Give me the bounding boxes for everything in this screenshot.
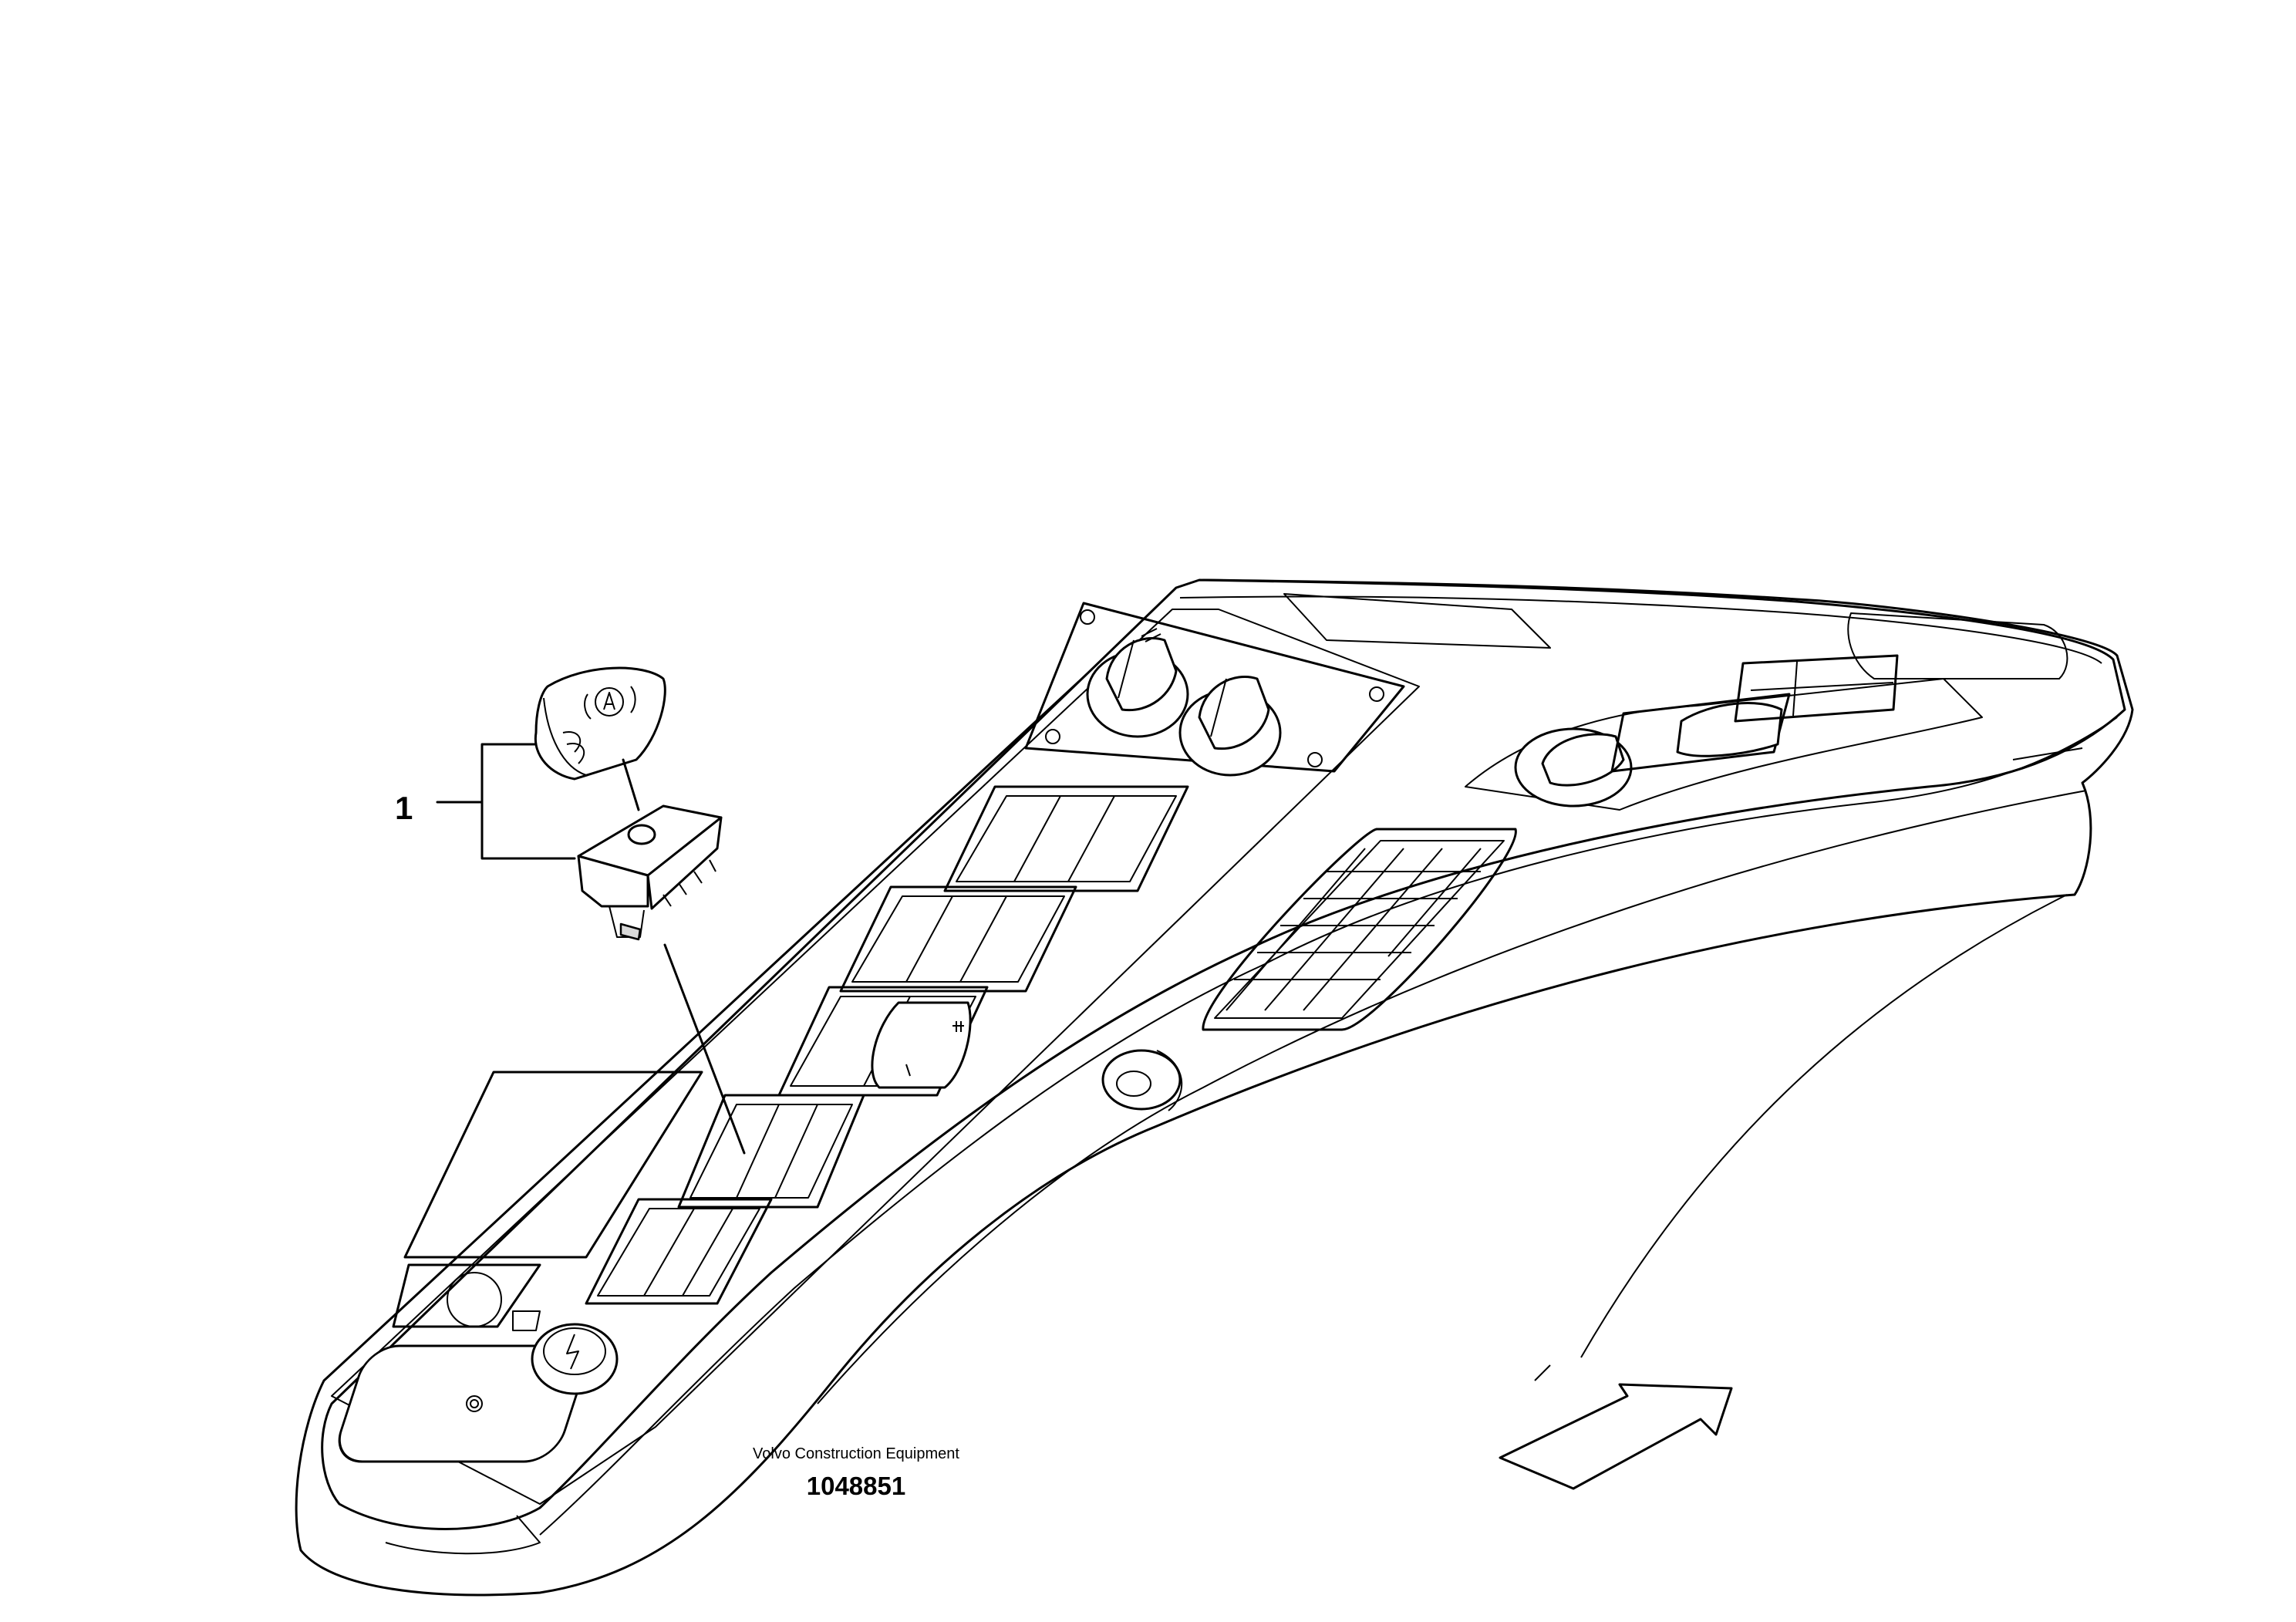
rear-recess xyxy=(1283,593,2068,679)
switch-row-upper-2 xyxy=(943,785,1189,892)
lightning-icon xyxy=(566,1334,579,1370)
switch-cap xyxy=(534,666,666,781)
keypad xyxy=(1202,828,1517,1031)
round-button xyxy=(1101,1049,1183,1111)
switch-body xyxy=(577,804,723,941)
rear-switch-module xyxy=(1465,654,1983,811)
drawing-caption: Volvo Construction Equipment 1048851 xyxy=(740,1445,972,1501)
keypad-keys xyxy=(1226,848,1482,1011)
callout-bracket xyxy=(436,743,576,860)
drawing-number: 1048851 xyxy=(806,1472,906,1500)
switch-row-fog xyxy=(777,986,989,1097)
switch-row-upper-1 xyxy=(839,885,1077,993)
autopilot-a-icon xyxy=(584,686,636,720)
front-panel xyxy=(331,609,1420,1505)
manufacturer-label: Volvo Construction Equipment xyxy=(753,1445,959,1462)
power-outlet xyxy=(512,1310,619,1395)
switch-row-lower xyxy=(585,1198,773,1305)
callout-number: 1 xyxy=(395,790,413,826)
console-body xyxy=(295,578,2134,1597)
exploded-switch xyxy=(534,666,746,1155)
arrow-up-right-icon xyxy=(1499,1383,1733,1490)
nose-tray xyxy=(338,1344,585,1463)
rotary-knob-plate xyxy=(1024,602,1405,777)
